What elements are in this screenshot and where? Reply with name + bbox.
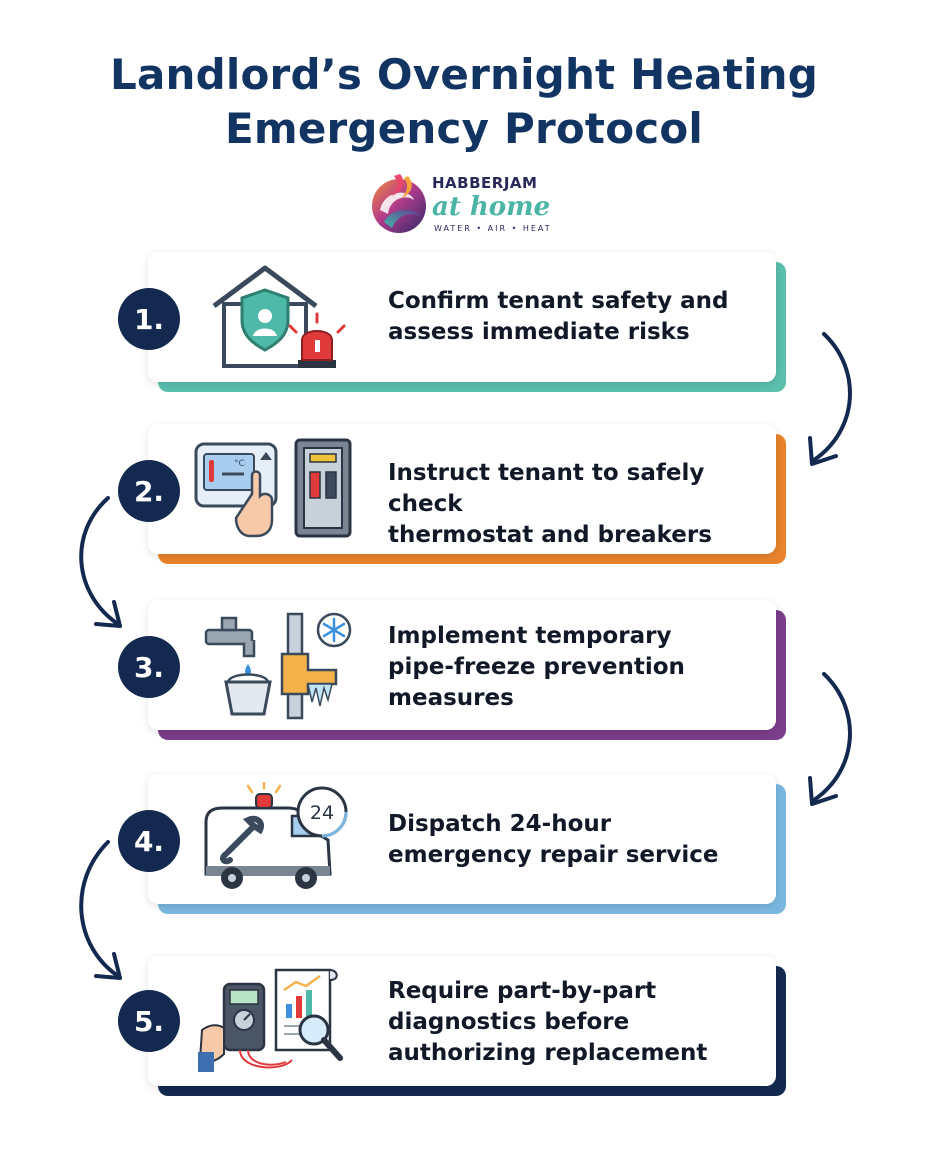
brand-logo: HABBERJAM at home WATER • AIR • HEAT [370, 170, 570, 240]
step-number-badge: 2. [118, 460, 180, 522]
step-text-line: Require part-by-part [388, 978, 657, 1004]
step-text-line: Dispatch 24-hour [388, 811, 612, 837]
multimeter-report-icon [198, 968, 343, 1072]
title-line-2: Emergency Protocol [224, 104, 704, 153]
step-text-line: thermostat and breakers [388, 522, 712, 548]
step-number-badge: 5. [118, 990, 180, 1052]
clock-24-label: 24 [310, 802, 334, 824]
house-shield-alarm-icon [212, 265, 346, 368]
step-text: Instruct tenant to safely check thermost… [388, 458, 768, 551]
title-line-1: Landlord’s Overnight Heating [110, 50, 818, 99]
flow-arrow-left-2 [79, 840, 122, 980]
repair-van-24-icon: 24 [204, 782, 348, 889]
step-text-line: pipe-freeze prevention [388, 654, 685, 680]
brand-name: HABBERJAM [432, 174, 538, 192]
step-text: Implement temporary pipe-freeze preventi… [388, 621, 768, 714]
step-text-line: diagnostics before [388, 1009, 630, 1035]
step-text-line: assess immediate risks [388, 319, 690, 345]
brand-tagline: WATER • AIR • HEAT [434, 224, 552, 233]
step-number-badge: 1. [118, 288, 180, 350]
page-title: Landlord’s Overnight Heating Emergency P… [0, 48, 928, 156]
step-text-line: emergency repair service [388, 842, 719, 868]
step-text-line: authorizing replacement [388, 1040, 708, 1066]
flow-arrow-right-1 [808, 332, 852, 466]
faucet-pipe-snowflake-icon [204, 612, 352, 720]
step-number-badge: 4. [118, 810, 180, 872]
thermostat-breaker-icon: °C [194, 438, 352, 538]
thermostat-unit: °C [234, 459, 245, 469]
swirl-logo-icon [372, 174, 426, 233]
step-text-line: Confirm tenant safety and [388, 288, 729, 314]
step-number-badge: 3. [118, 636, 180, 698]
step-text-line: Implement temporary [388, 623, 672, 649]
flow-arrow-right-2 [808, 672, 852, 806]
step-text: Require part-by-part diagnostics before … [388, 976, 768, 1069]
step-text-line: measures [388, 685, 514, 711]
brand-script: at home [432, 192, 551, 222]
step-text: Dispatch 24-hour emergency repair servic… [388, 809, 768, 871]
flow-arrow-left-1 [79, 496, 122, 628]
step-text: Confirm tenant safety and assess immedia… [388, 286, 768, 348]
step-text-line: Instruct tenant to safely check [388, 460, 705, 517]
